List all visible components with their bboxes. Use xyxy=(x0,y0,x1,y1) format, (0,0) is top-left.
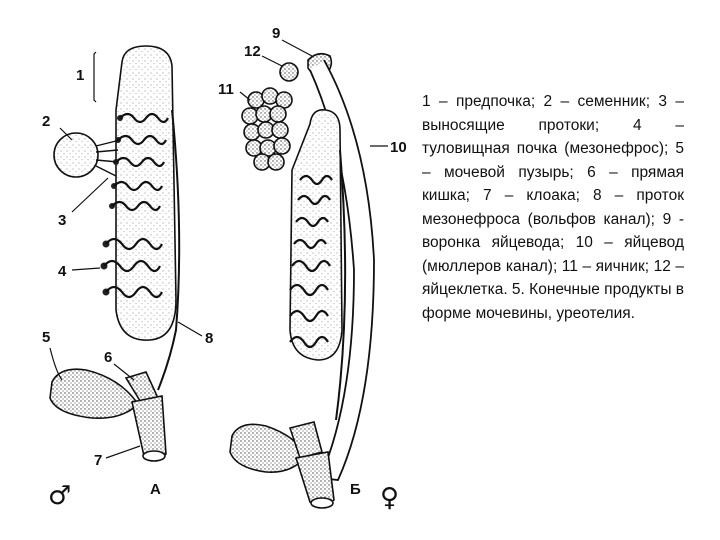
male-cloaca xyxy=(132,396,166,459)
female-symbol: ♀ xyxy=(380,483,399,513)
label-6: 6 xyxy=(104,349,112,366)
label-9: 9 xyxy=(272,25,280,42)
female-panel xyxy=(230,54,374,508)
label-12: 12 xyxy=(244,43,261,60)
female-kidney xyxy=(290,110,342,360)
male-panel xyxy=(50,46,179,461)
male-bladder xyxy=(50,369,138,418)
label-1: 1 xyxy=(76,67,84,84)
label-10: 10 xyxy=(390,139,407,156)
label-3: 3 xyxy=(58,212,66,229)
panel-b-label: Б xyxy=(350,481,361,498)
egg-cell xyxy=(280,63,298,81)
label-8: 8 xyxy=(205,330,213,347)
female-cloaca xyxy=(296,452,334,505)
label-11: 11 xyxy=(218,81,234,98)
label-5: 5 xyxy=(42,329,50,346)
label-4: 4 xyxy=(58,263,67,280)
label-2: 2 xyxy=(42,113,50,130)
label-7: 7 xyxy=(94,452,102,469)
panel-a-label: А xyxy=(150,481,161,498)
caption-text: 1 – предпочка; 2 – семенник; 3 – выносящ… xyxy=(422,90,684,325)
male-symbol: ♂ xyxy=(48,481,71,511)
testis xyxy=(54,133,98,177)
